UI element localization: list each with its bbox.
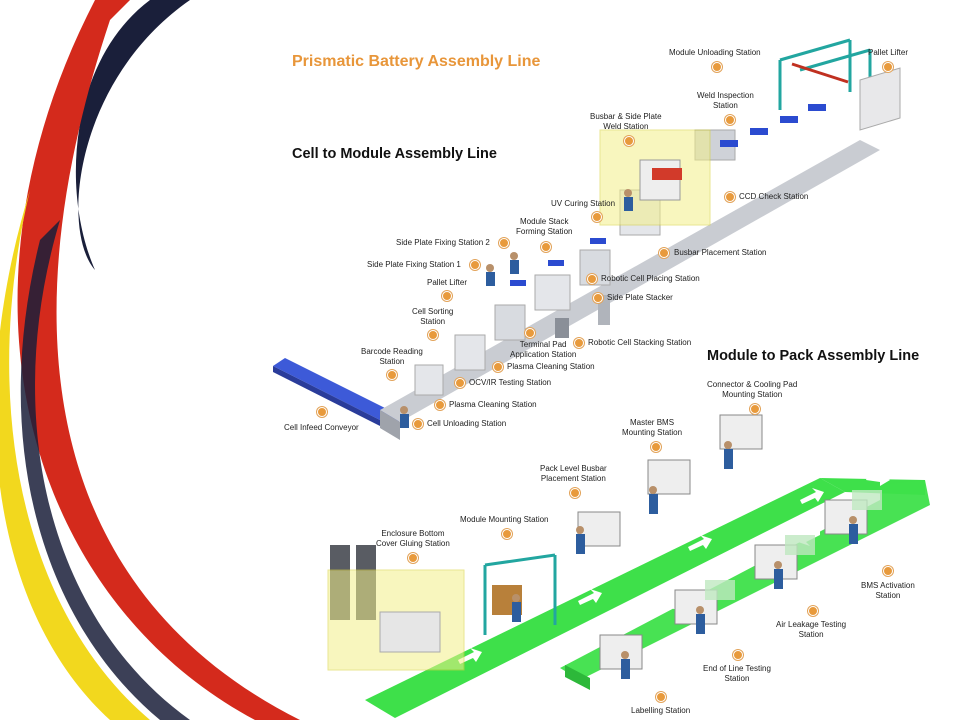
label-master-bms-mounting-station: Master BMS Mounting Station (622, 418, 683, 437)
marker-ocv-ir-testing-station (455, 378, 465, 388)
marker-side-plate-fixing-station-1 (470, 260, 480, 270)
marker-labelling-station (656, 692, 666, 702)
marker-end-of-line-testing-station (733, 650, 743, 660)
marker-cell-unloading-station (413, 419, 423, 429)
label-terminal-pad-application-station: Terminal Pad Application Station (510, 340, 577, 359)
marker-plasma-cleaning-station-1 (493, 362, 503, 372)
label-labelling-station: Labelling Station (631, 706, 691, 715)
label-plasma-cleaning-station-1: Plasma Cleaning Station (507, 362, 595, 371)
label-side-plate-stacker: Side Plate Stacker (607, 293, 673, 302)
label-robotic-cell-stacking-station: Robotic Cell Stacking Station (588, 338, 692, 347)
label-cell-infeed-conveyor: Cell Infeed Conveyor (284, 423, 359, 432)
label-ccd-check-station: CCD Check Station (739, 192, 809, 201)
marker-robotic-cell-stacking-station (574, 338, 584, 348)
diagram-title: Prismatic Battery Assembly Line (292, 53, 541, 70)
label-pallet-lifter-top: Pallet Lifter (868, 48, 909, 57)
marker-module-stack-forming-station (541, 242, 551, 252)
marker-busbar-placement-station (659, 248, 669, 258)
marker-barcode-reading-station (387, 370, 397, 380)
label-busbar-side-plate-weld-station: Busbar & Side Plate Weld Station (590, 112, 662, 131)
marker-air-leakage-testing-station (808, 606, 818, 616)
marker-master-bms-mounting-station (651, 442, 661, 452)
marker-connector-cooling-pad-mounting-station (750, 404, 760, 414)
label-pack-level-busbar-placement-station: Pack Level Busbar Placement Station (540, 464, 607, 483)
marker-busbar-side-plate-weld-station (624, 136, 634, 146)
marker-weld-inspection-station (725, 115, 735, 125)
label-side-plate-fixing-station-2: Side Plate Fixing Station 2 (396, 238, 490, 247)
label-end-of-line-testing-station: End of Line Testing Station (703, 664, 771, 683)
marker-side-plate-fixing-station-2 (499, 238, 509, 248)
label-enclosure-bottom-cover-gluing-station: Enclosure Bottom Cover Gluing Station (376, 529, 450, 548)
label-cell-sorting-station: Cell Sorting Station (412, 307, 454, 326)
marker-bms-activation-station (883, 566, 893, 576)
label-ocv-ir-testing-station: OCV/IR Testing Station (469, 378, 552, 387)
label-robotic-cell-placing-station: Robotic Cell Placing Station (601, 274, 700, 283)
label-module-unloading-station: Module Unloading Station (669, 48, 761, 57)
label-plasma-cleaning-station-2: Plasma Cleaning Station (449, 400, 537, 409)
label-bms-activation-station: BMS Activation Station (861, 581, 915, 600)
marker-ccd-check-station (725, 192, 735, 202)
label-module-mounting-station: Module Mounting Station (460, 515, 549, 524)
marker-cell-sorting-station (428, 330, 438, 340)
label-barcode-reading-station: Barcode Reading Station (361, 347, 423, 366)
label-weld-inspection-station: Weld Inspection Station (697, 91, 754, 110)
marker-pack-level-busbar-placement-station (570, 488, 580, 498)
marker-pallet-lifter (442, 291, 452, 301)
label-cell-unloading-station: Cell Unloading Station (427, 419, 507, 428)
marker-plasma-cleaning-station-2 (435, 400, 445, 410)
section-title-cell-to-module: Cell to Module Assembly Line (292, 146, 497, 162)
label-busbar-placement-station: Busbar Placement Station (674, 248, 767, 257)
marker-enclosure-bottom-cover-gluing-station (408, 553, 418, 563)
marker-uv-curing-station (592, 212, 602, 222)
section-title-module-to-pack: Module to Pack Assembly Line (707, 348, 920, 364)
label-uv-curing-station: UV Curing Station (551, 199, 616, 208)
marker-module-unloading-station (712, 62, 722, 72)
marker-cell-infeed-conveyor (317, 407, 327, 417)
marker-side-plate-stacker (593, 293, 603, 303)
label-module-stack-forming-station: Module Stack Forming Station (516, 217, 573, 236)
label-connector-cooling-pad-mounting-station: Connector & Cooling Pad Mounting Station (707, 380, 798, 399)
label-side-plate-fixing-station-1: Side Plate Fixing Station 1 (367, 260, 461, 269)
label-pallet-lifter: Pallet Lifter (427, 278, 468, 287)
label-air-leakage-testing-station: Air Leakage Testing Station (776, 620, 847, 639)
marker-pallet-lifter-top (883, 62, 893, 72)
marker-robotic-cell-placing-station (587, 274, 597, 284)
marker-terminal-pad-application-station (525, 328, 535, 338)
marker-module-mounting-station (502, 529, 512, 539)
